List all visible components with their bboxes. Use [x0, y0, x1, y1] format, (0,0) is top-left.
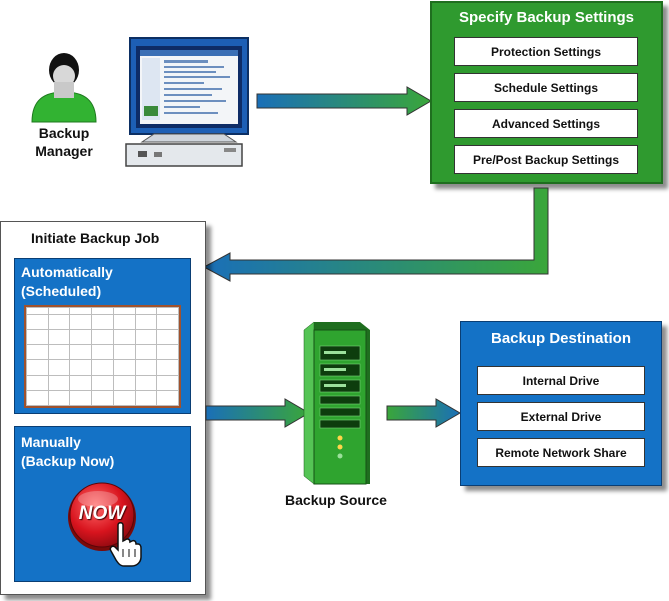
protection-settings-button[interactable]: Protection Settings	[454, 37, 638, 66]
hand-cursor-icon	[109, 522, 142, 567]
initiate-panel: Initiate Backup Job Automatically (Sched…	[0, 221, 206, 595]
arrow-to-initiate	[202, 187, 549, 282]
person-icon	[31, 53, 97, 123]
destination-title: Backup Destination	[490, 330, 632, 347]
destination-panel: Backup Destination Internal Drive Extern…	[460, 321, 662, 486]
computer-icon	[125, 37, 249, 167]
automatic-box: Automatically (Scheduled)	[14, 258, 191, 414]
now-button-label: NOW	[78, 503, 126, 524]
schedule-settings-button[interactable]: Schedule Settings	[454, 73, 638, 102]
remote-network-share-button[interactable]: Remote Network Share	[477, 438, 645, 467]
backup-source-label: Backup Source	[285, 492, 387, 508]
advanced-settings-button[interactable]: Advanced Settings	[454, 109, 638, 138]
arrow-to-destination	[386, 398, 461, 428]
now-button[interactable]: NOW	[62, 481, 152, 571]
initiate-title: Initiate Backup Job	[31, 230, 160, 246]
automatic-label: Automatically (Scheduled)	[21, 264, 113, 299]
prepost-settings-button[interactable]: Pre/Post Backup Settings	[454, 145, 638, 174]
settings-title: Specify Backup Settings	[458, 9, 635, 26]
server-icon	[303, 321, 370, 485]
manual-label: Manually (Backup Now)	[21, 434, 115, 469]
internal-drive-button[interactable]: Internal Drive	[477, 366, 645, 395]
calendar-icon	[24, 305, 181, 408]
external-drive-button[interactable]: External Drive	[477, 402, 645, 431]
manual-box: Manually (Backup Now) NOW	[14, 426, 191, 582]
settings-panel: Specify Backup Settings Protection Setti…	[430, 1, 663, 184]
arrow-to-settings	[256, 86, 432, 116]
arrow-to-source	[205, 398, 310, 428]
backup-manager-label: Backup Manager	[35, 125, 93, 159]
